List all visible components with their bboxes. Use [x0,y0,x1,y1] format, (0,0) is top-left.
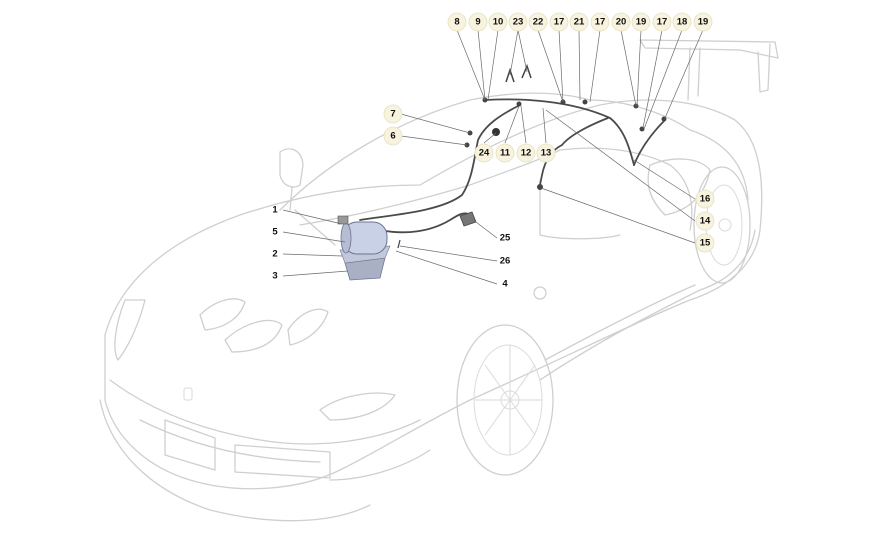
callout-12: 12 [516,143,536,163]
svg-text:20: 20 [616,17,627,28]
svg-text:8: 8 [454,17,459,28]
callout-24: 24 [474,143,494,163]
svg-text:11: 11 [500,148,511,159]
callout-16: 16 [695,189,715,209]
svg-text:19: 19 [698,17,709,28]
callout-19-a: 19 [631,12,651,32]
svg-text:17: 17 [554,17,565,28]
label-5: 5 [272,227,278,238]
extinguisher-bottle [337,215,391,281]
callout-10: 10 [488,12,508,32]
callout-23: 23 [508,12,528,32]
callout-9: 9 [468,12,488,32]
label-25: 25 [500,233,511,244]
callout-22: 22 [528,12,548,32]
callout-21: 21 [569,12,589,32]
svg-text:17: 17 [595,17,606,28]
label-1: 1 [272,205,278,216]
callout-13: 13 [536,143,556,163]
svg-text:23: 23 [513,17,524,28]
callout-14: 14 [695,211,715,231]
label-4: 4 [502,279,508,290]
callout-18: 18 [672,12,692,32]
svg-text:6: 6 [390,131,395,142]
svg-text:12: 12 [521,148,532,159]
leader-lines [282,29,704,285]
callout-8: 8 [447,12,467,32]
callout-17-a: 17 [549,12,569,32]
svg-text:17: 17 [657,17,668,28]
svg-text:16: 16 [700,194,711,205]
car-outline [99,39,779,522]
svg-text:15: 15 [700,238,711,249]
callout-20: 20 [611,12,631,32]
svg-text:21: 21 [574,17,585,28]
svg-text:18: 18 [677,17,688,28]
label-2: 2 [272,249,277,260]
svg-text:24: 24 [479,148,490,159]
svg-text:9: 9 [475,17,480,28]
svg-text:13: 13 [541,148,552,159]
callout-19-b: 19 [693,12,713,32]
callout-11: 11 [495,143,515,163]
callout-15: 15 [695,233,715,253]
callout-7: 7 [383,104,403,124]
svg-text:10: 10 [493,17,504,28]
extinguisher-piping [359,98,666,234]
svg-text:14: 14 [700,216,711,227]
callout-17-b: 17 [590,12,610,32]
svg-text:7: 7 [390,109,395,120]
label-3: 3 [272,271,277,282]
callout-6: 6 [383,126,403,146]
svg-text:19: 19 [636,17,647,28]
label-26: 26 [500,256,511,267]
svg-text:22: 22 [533,17,544,28]
callout-17-c: 17 [652,12,672,32]
